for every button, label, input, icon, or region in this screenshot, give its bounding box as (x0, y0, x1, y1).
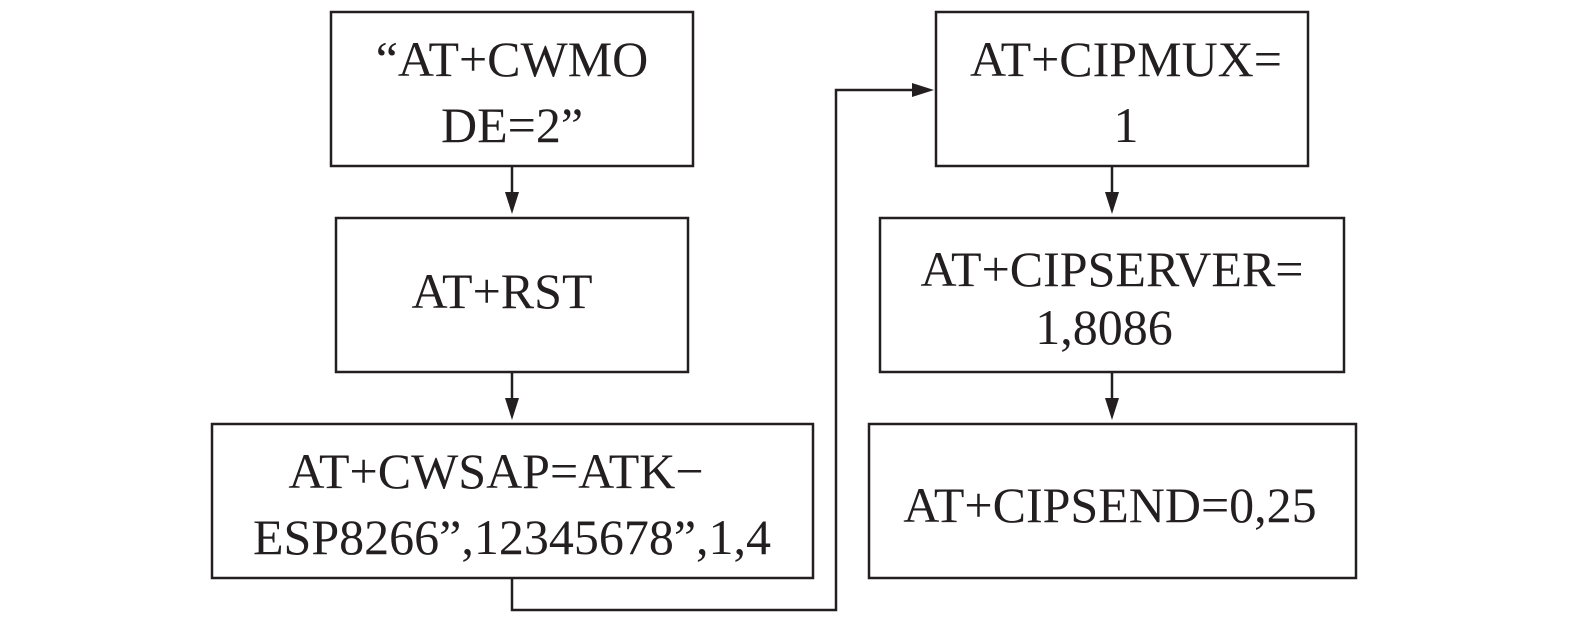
connectors (505, 83, 1119, 612)
step-label-line: AT+RST (411, 263, 592, 319)
arrowhead-down-icon (505, 192, 519, 214)
flow-step-cwsap: AT+CWSAP=ATK− ESP8266”,12345678”,1,4 (210, 422, 815, 580)
edge-step-1-to-step-2 (505, 166, 519, 214)
step-label-line: DE=2” (441, 97, 583, 153)
flow-step-cwmode: “AT+CWMO DE=2” (329, 10, 695, 168)
edge-step-5-to-step-6 (1105, 372, 1119, 420)
arrowhead-down-icon (1105, 398, 1119, 420)
arrowhead-right-icon (912, 83, 934, 97)
edge-step-2-to-step-3 (505, 372, 519, 420)
step-label-line: 1,8086 (1035, 299, 1173, 355)
flow-step-cipserver: AT+CIPSERVER= 1,8086 (878, 216, 1346, 374)
step-label-line: 1 (1114, 97, 1139, 153)
step-label-line: AT+CIPSEND=0,25 (903, 477, 1316, 533)
flow-step-rst: AT+RST (334, 216, 690, 374)
step-label-line: AT+CIPMUX= (970, 31, 1282, 87)
step-label-line: ESP8266”,12345678”,1,4 (253, 509, 771, 565)
arrowhead-down-icon (1105, 192, 1119, 214)
edge-step-3-to-step-4 (510, 83, 934, 612)
edge-step-4-to-step-5 (1105, 166, 1119, 214)
step-label-line: “AT+CWMO (376, 31, 649, 87)
step-label-line: AT+CIPSERVER= (920, 241, 1303, 297)
flow-step-cipsend: AT+CIPSEND=0,25 (867, 422, 1358, 580)
step-label-line: AT+CWSAP=ATK− (288, 443, 703, 499)
arrowhead-down-icon (505, 398, 519, 420)
flow-step-cipmux: AT+CIPMUX= 1 (934, 10, 1310, 168)
